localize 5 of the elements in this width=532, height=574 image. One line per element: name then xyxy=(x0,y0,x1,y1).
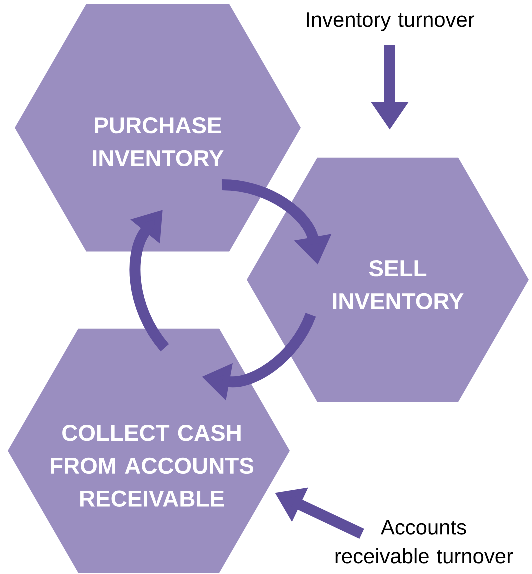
hexagon: SELL INVENTORY xyxy=(247,158,529,402)
annotation-label: Accounts receivable turnover xyxy=(336,520,514,564)
hexagon: PURCHASE INVENTORY xyxy=(15,4,301,252)
annotation-label: Inventory turnover xyxy=(307,12,475,32)
hexagon: COLLECT CASH FROM ACCOUNTS RECEIVABLE xyxy=(8,328,290,574)
